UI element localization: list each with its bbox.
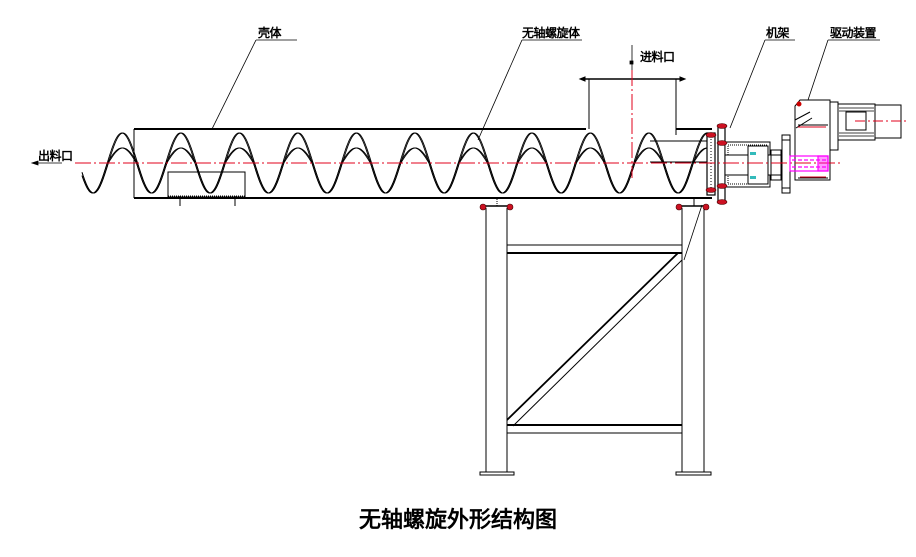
shaftless-screw [81,132,713,194]
label-drive-unit: 驱动装置 [830,26,877,40]
bolt-icon [479,203,487,211]
motor [837,103,902,141]
support-frame [479,199,712,476]
bolt-icon [716,199,728,205]
bolt-icon [705,187,717,193]
end-flange-assembly [706,124,791,204]
bolt-icon [705,132,717,138]
label-frame: 机架 [766,26,790,40]
screw-flight-edge [81,147,713,194]
screw-flight-edge [81,147,713,194]
centerlines [75,70,906,178]
bolt-icon [716,140,728,146]
coupling [789,155,829,172]
bolt-icon [506,203,514,211]
housing-trough [133,128,712,199]
bolt-icon [716,183,728,189]
leader-lines [30,39,880,261]
bolts [479,123,728,211]
bolt-icon [675,203,683,211]
label-shaftless-screw: 无轴螺旋体 [522,26,580,40]
bolt-icon [702,203,710,211]
discharge-window [167,171,246,206]
label-inlet: 进料口 [640,50,675,64]
gear-reducer [794,99,839,181]
end-tube [650,140,712,163]
bolt-icon [716,123,728,129]
label-housing: 壳体 [258,26,282,40]
diagram-title: 无轴螺旋外形结构图 [358,507,557,533]
label-outlet: 出料口 [38,149,73,163]
bearing [750,152,756,179]
